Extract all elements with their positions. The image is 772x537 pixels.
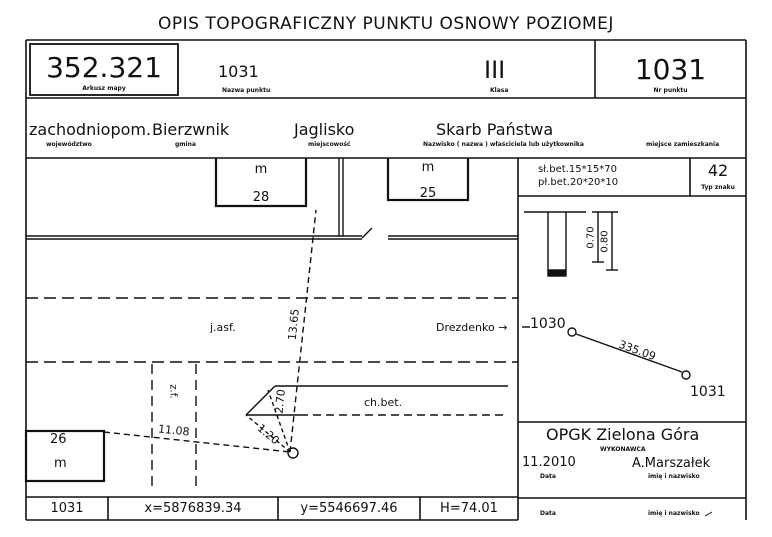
executor-name: A.Marszałek bbox=[632, 456, 711, 471]
building-1-number: 28 bbox=[252, 190, 270, 205]
commune: Bierzwnik bbox=[152, 120, 230, 139]
coords-point: 1031 bbox=[50, 501, 84, 516]
point-name: 1031 bbox=[218, 62, 259, 81]
marker-type: 42 bbox=[707, 161, 729, 180]
road-label: j.asf. bbox=[210, 321, 236, 334]
point-name-caption: Nazwa punktu bbox=[222, 87, 271, 94]
point-number-caption: Nr punktu bbox=[653, 87, 688, 94]
depth-2: 0.80 bbox=[599, 230, 611, 253]
footer-name-caption: imię i nazwisko bbox=[648, 510, 700, 517]
building-2-letter: m bbox=[421, 160, 435, 175]
voivodeship-caption: województwo bbox=[46, 141, 92, 148]
orientation-to: 1031 bbox=[690, 384, 726, 400]
depth-1: 0.70 bbox=[585, 226, 597, 249]
fence-label: z.f. bbox=[167, 384, 179, 399]
coords-x: x=5876839.34 bbox=[144, 501, 242, 516]
voivodeship: zachodniopom. bbox=[29, 120, 152, 139]
direction-label: Drezdenko → bbox=[436, 321, 508, 334]
building-3-number: 26 bbox=[50, 432, 67, 447]
marker-type-caption: Typ znaku bbox=[701, 184, 735, 191]
class-caption: Klasa bbox=[490, 87, 509, 94]
executor-caption: WYKONAWCA bbox=[600, 446, 646, 453]
locality-caption: miejscowość bbox=[308, 141, 351, 148]
building-1-letter: m bbox=[254, 162, 268, 177]
class-value: III bbox=[484, 56, 506, 84]
coords-y: y=5546697.46 bbox=[300, 501, 398, 516]
document-title: OPIS TOPOGRAFICZNY PUNKTU OSNOWY POZIOME… bbox=[158, 14, 614, 34]
locality: Jaglisko bbox=[294, 120, 355, 139]
executor-name-caption: imię i nazwisko bbox=[648, 473, 700, 480]
marker-line-1: sł.bet.15*15*70 bbox=[538, 164, 618, 175]
executor-date-caption: Data bbox=[540, 473, 556, 480]
sheet-caption: Arkusz mapy bbox=[82, 85, 126, 92]
coords-h: H=74.01 bbox=[440, 501, 498, 516]
point-number: 1031 bbox=[634, 53, 707, 86]
executor-date: 11.2010 bbox=[522, 455, 576, 470]
commune-caption: gmina bbox=[175, 141, 196, 148]
path-label: ch.bet. bbox=[364, 396, 403, 409]
owner: Skarb Państwa bbox=[436, 120, 554, 139]
marker-line-2: pł.bet.20*20*10 bbox=[538, 177, 619, 188]
orientation-from: 1030 bbox=[530, 316, 566, 332]
residence-caption: miejsce zamieszkania bbox=[646, 141, 720, 148]
executor-company: OPGK Zielona Góra bbox=[546, 425, 700, 444]
building-3-letter: m bbox=[54, 456, 67, 471]
footer-date-caption: Data bbox=[540, 510, 556, 517]
distance-2: 2.70 bbox=[272, 388, 288, 415]
sheet-number: 352.321 bbox=[46, 51, 162, 84]
owner-caption: Nazwisko ( nazwa ) właściciela lub użytk… bbox=[423, 141, 584, 148]
building-2-number: 25 bbox=[419, 186, 437, 201]
